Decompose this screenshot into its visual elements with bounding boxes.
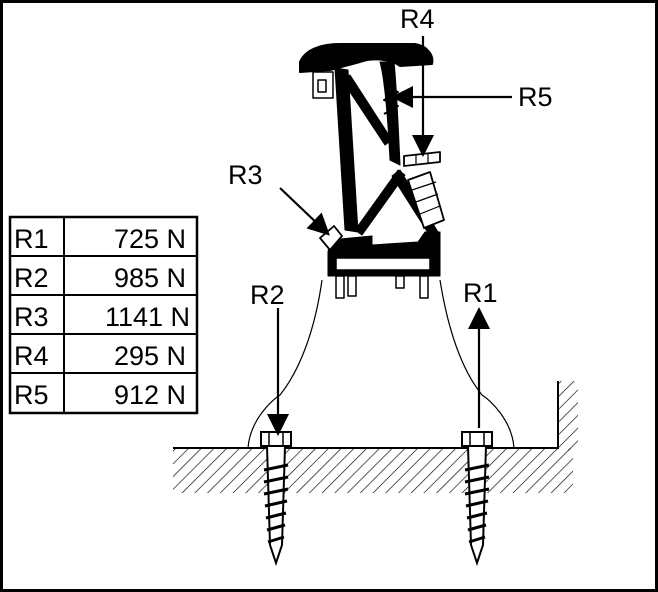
right-screw xyxy=(461,431,493,567)
table-row-value: 295 N xyxy=(114,341,186,371)
r5-label: R5 xyxy=(518,82,553,112)
aluminium-profile xyxy=(299,43,445,299)
r3-arrow xyxy=(279,187,330,236)
table-row-label: R5 xyxy=(14,380,49,410)
table-row-value: 912 N xyxy=(114,380,186,410)
table-row-label: R3 xyxy=(14,302,49,332)
force-arrows xyxy=(267,36,512,436)
table-row-value: 1141 N xyxy=(105,302,190,332)
table-row-label: R1 xyxy=(14,224,49,254)
table-row-value: 985 N xyxy=(114,263,186,293)
table-row-value: 725 N xyxy=(114,224,186,254)
r3-label: R3 xyxy=(228,160,263,190)
r2-label: R2 xyxy=(250,280,285,310)
ground xyxy=(173,381,578,493)
force-table: R1 725 N R2 985 N R3 1141 N R4 295 N R5 … xyxy=(8,215,199,415)
table-row-label: R4 xyxy=(14,341,49,371)
table-row-label: R2 xyxy=(14,263,49,293)
r4-label: R4 xyxy=(400,4,435,34)
r1-label: R1 xyxy=(463,278,498,308)
force-diagram: R2 R1 R3 R4 R5 R1 725 N R2 985 N R3 1141… xyxy=(8,4,578,567)
